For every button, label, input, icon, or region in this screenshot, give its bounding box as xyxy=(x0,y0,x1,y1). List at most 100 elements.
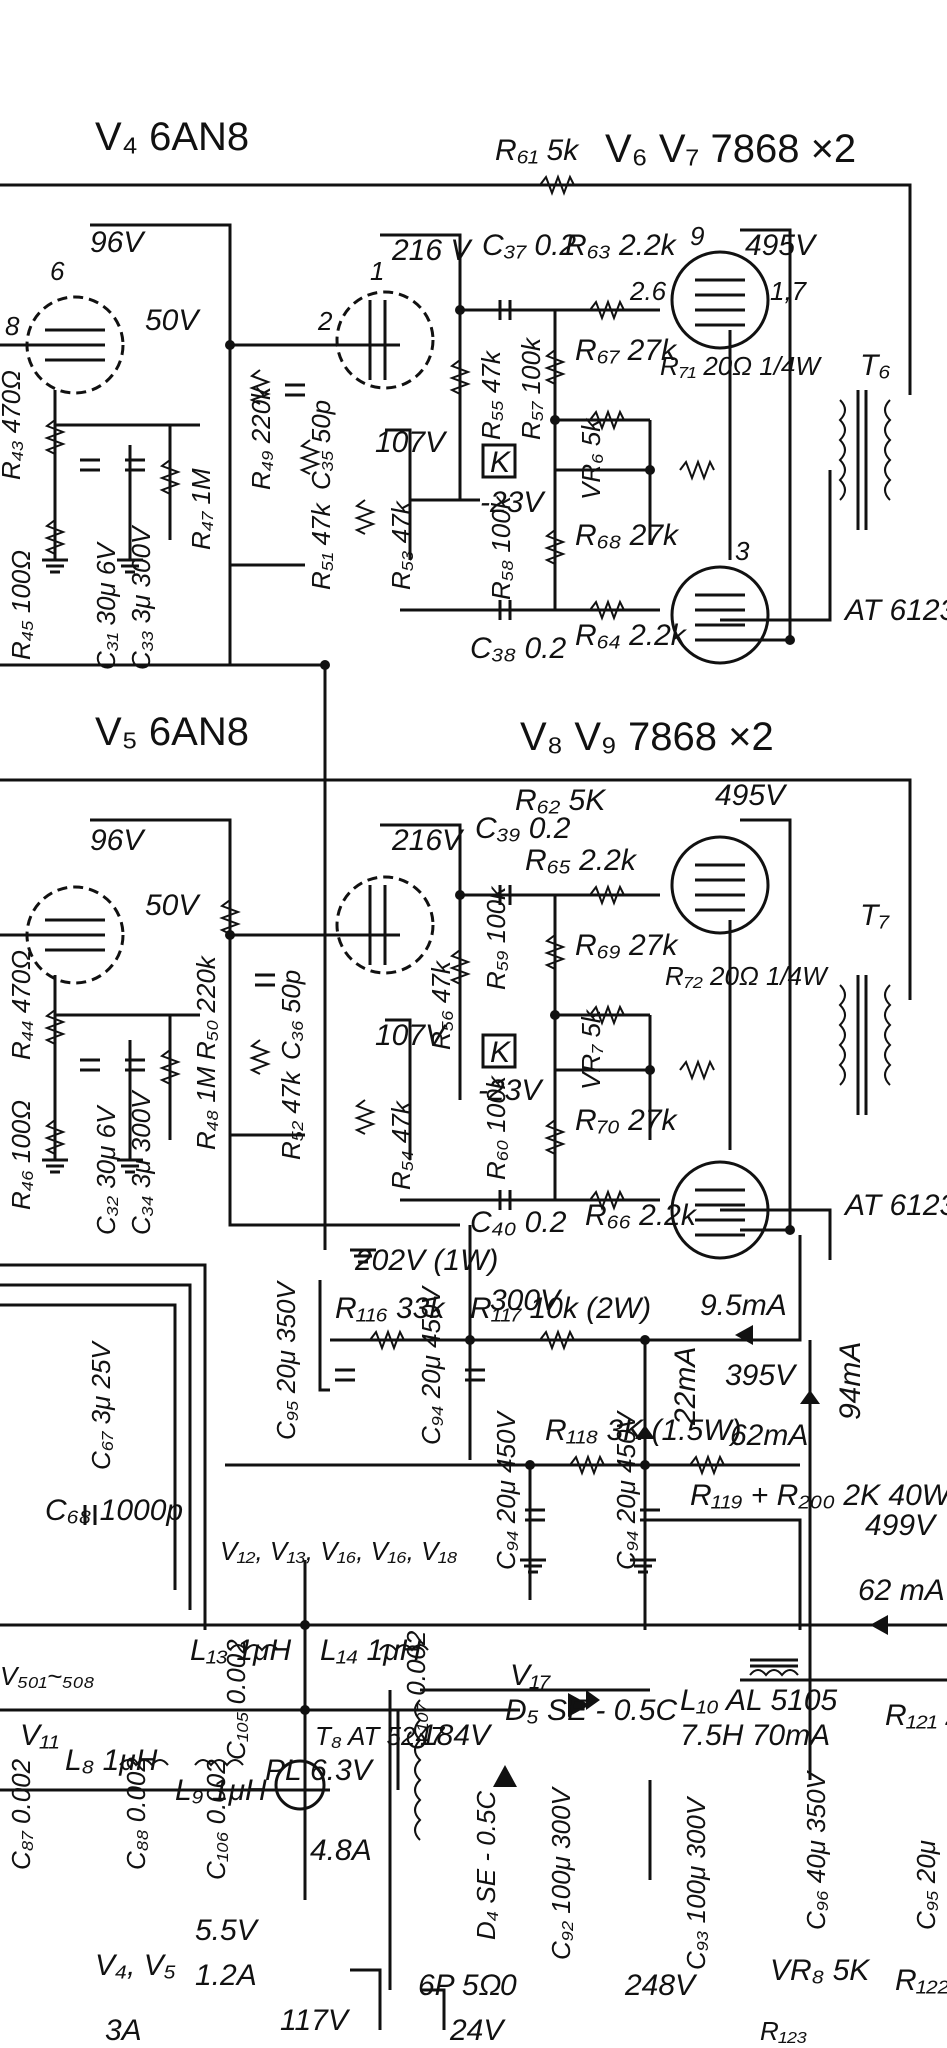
r54-label: R₅₄ 47k xyxy=(386,1099,416,1190)
v24-label: 24V xyxy=(449,2014,506,2047)
v499-label: 499V xyxy=(865,1509,938,1542)
r49-label: R₄₉ 220k xyxy=(246,385,276,490)
v117-label: 117V xyxy=(280,2004,351,2037)
c32-label: C₃₂ 30μ 6V xyxy=(91,1104,121,1235)
vr8-label: VR₈ 5K xyxy=(770,1954,871,1987)
ma62a-label: 62mA xyxy=(730,1419,808,1452)
lower-labels: V₁₂, V₁₃, V₁₆, V₁₆, V₁₈ L₁₃ 1μH L₁₄ 1μH … xyxy=(0,1536,947,2047)
v17-label: V₁₇ xyxy=(510,1659,551,1692)
r121-label: R₁₂₁ 2k 20 xyxy=(885,1699,947,1732)
c95-label: C₉₅ 20μ 350V xyxy=(271,1279,301,1440)
l13-label: L₁₃ 1μH xyxy=(190,1634,291,1667)
r61-label: R₆₁ 5k xyxy=(495,134,580,167)
upper-labels: V₄ 6AN8 V₆ V₇ 7868 ×2 R₆₁ 5k 96V 50V 216… xyxy=(0,115,947,670)
junction-dots xyxy=(225,305,795,1715)
v5-tube-label: V₅ 6AN8 xyxy=(95,710,249,754)
c93-label: C₉₃ 100μ 300V xyxy=(681,1795,711,1970)
pin6a-label: 6 xyxy=(50,256,65,286)
relay-k xyxy=(481,443,517,1069)
v63-label: 6.3V xyxy=(310,1754,375,1787)
ma95-label: 9.5mA xyxy=(700,1289,787,1322)
c36-label: C₃₆ 50p xyxy=(276,970,306,1060)
v495a-label: 495V xyxy=(745,229,818,262)
neg23b-label: -23V xyxy=(478,1074,544,1107)
pin8a-label: 8 xyxy=(5,311,20,341)
r63-label: R₆₃ 2.2k xyxy=(565,229,678,262)
c96-label: C₉₆ 40μ 350V xyxy=(801,1769,831,1930)
v216a-label: 216 V xyxy=(391,234,473,267)
neg23a-label: -23V xyxy=(480,486,546,519)
r56-label: R₅₆ 47k xyxy=(426,959,456,1050)
r71-label: R₇₁ 20Ω 1/4W xyxy=(660,351,822,381)
middle-tubes xyxy=(25,835,770,1260)
c31-label: C₃₁ 30μ 6V xyxy=(91,541,121,670)
r59-label: R₅₉ 100k xyxy=(481,885,511,990)
r45-label: R₄₅ 100Ω xyxy=(6,550,36,660)
ma22-label: 22mA xyxy=(669,1347,702,1426)
pin17a-label: 1,7 xyxy=(770,276,808,306)
r64-label: R₆₄ 2.2k xyxy=(575,619,688,652)
v96b-label: 96V xyxy=(90,824,146,857)
v4v5-label: V₄, V₅ xyxy=(95,1949,176,1982)
middle-capacitors xyxy=(80,885,512,1210)
pl-label: PL xyxy=(265,1754,302,1787)
v495b-label: 495V xyxy=(715,779,788,812)
l8-label: L₈ 1μH xyxy=(65,1744,158,1777)
r55-label: R₅₅ 47k xyxy=(476,349,506,440)
v501-label: V₅₀₁~₅₀₈ xyxy=(0,1661,95,1691)
middle-resistors xyxy=(44,884,715,1211)
pin26a-label: 2.6 xyxy=(629,276,667,306)
c68-label: C₆₈ 1000p xyxy=(45,1494,183,1527)
c40-label: C₄₀ 0.2 xyxy=(470,1206,567,1239)
r6p5-label: 6P 5Ω xyxy=(418,1969,501,2002)
c39-label: C₃₉ 0.2 xyxy=(475,812,571,845)
power-supply-wiring xyxy=(0,1235,947,1990)
c34-label: C₃₄ 3μ 300V xyxy=(126,1089,156,1235)
v6v7-tube-label: V₆ V₇ 7868 ×2 xyxy=(605,127,856,171)
upper-tubes xyxy=(25,250,770,665)
c106-label: C₁₀₆ 0.002 xyxy=(201,1759,231,1880)
v4-tube-label: V₄ 6AN8 xyxy=(95,115,249,159)
r70-label: R₇₀ 27k xyxy=(575,1104,679,1137)
r67-label: R₆₇ 27k xyxy=(575,334,678,367)
transformer-t7 xyxy=(838,975,892,1115)
v395-label: 395V xyxy=(725,1359,798,1392)
r58-label: R₅₈ 100k xyxy=(486,494,516,600)
r48-label: R₄₈ 1M xyxy=(191,1066,221,1150)
r66-label: R₆₆ 2.2k xyxy=(585,1199,698,1232)
r52-label: R₅₂ 47k xyxy=(276,1070,306,1160)
upper-channel-wiring xyxy=(0,183,912,667)
pin9a-label: 9 xyxy=(690,221,704,251)
c94c-label: C₉₄ 20μ 450V xyxy=(611,1410,641,1570)
l10-label: L₁₀ AL 5105 xyxy=(680,1684,838,1717)
v202-label: 202V (1W) xyxy=(354,1244,498,1277)
v50a-label: 50V xyxy=(145,304,201,337)
t7-label: T₇ xyxy=(860,899,890,932)
r123-label: R₁₂₃ xyxy=(760,2016,807,2046)
r60-label: R₆₀ 100k xyxy=(481,1074,511,1180)
r65-label: R₆₅ 2.2k xyxy=(525,844,638,877)
r47-label: R₄₇ 1M xyxy=(186,468,216,550)
upper-resistors xyxy=(44,174,715,621)
supply-labels: 202V (1W) 300V R₁₁₆ 33k R₁₁₇ 10k (2W) 9.… xyxy=(45,1244,947,1607)
pin3a-label: 3 xyxy=(735,536,750,566)
r68-label: R₆₈ 27k xyxy=(575,519,680,552)
c95b-label: C₉₅ 20μ xyxy=(911,1840,941,1930)
ma94-label: 94mA xyxy=(834,1342,867,1420)
ma62b-label: 62 mA xyxy=(858,1574,945,1607)
v11-label: V₁₁ xyxy=(20,1719,59,1752)
v8v9-tube-label: V₈ V₉ 7868 ×2 xyxy=(520,715,774,759)
v50b-label: 50V xyxy=(145,889,201,922)
c38-label: C₃₈ 0.2 xyxy=(470,632,566,665)
c107-label: C₁₀₇ 0.002 xyxy=(401,1630,431,1750)
c87-label: C₈₇ 0.002 xyxy=(6,1758,36,1870)
l10-rating-label: 7.5H 70mA xyxy=(680,1719,830,1752)
r118-label: R₁₁₈ 3K (1.5W) xyxy=(545,1414,742,1447)
a12-label: 1.2A xyxy=(195,1959,257,1992)
vr7-label: VR₇ 5k xyxy=(576,1008,606,1090)
a3-label: 3A xyxy=(105,2014,142,2047)
c92-label: C₉₂ 100μ 300V xyxy=(546,1786,576,1960)
r122-label: R₁₂₂ xyxy=(895,1964,947,1997)
r119-label: R₁₁₉ + R₂₀₀ 2K 40W xyxy=(690,1479,947,1512)
v107a-label: 107V xyxy=(375,426,448,459)
